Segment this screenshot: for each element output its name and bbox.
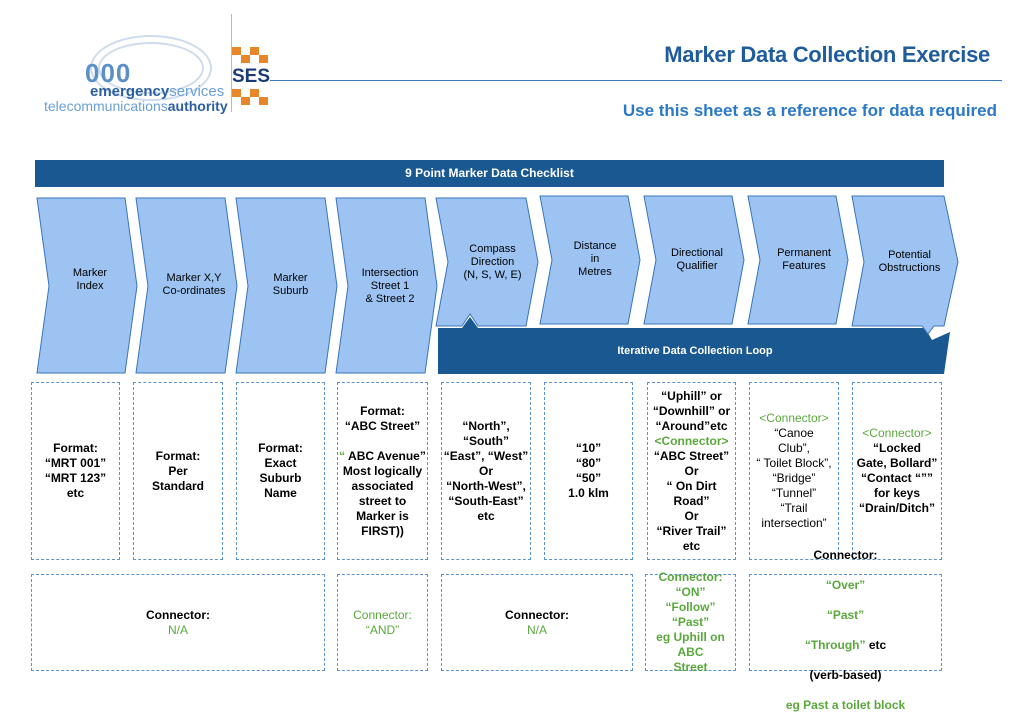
- esta-logo: [40, 30, 230, 120]
- format-box-directional: “Uphill” or “Downhill” or “Around”etc<Co…: [647, 382, 736, 560]
- connector-box-3: Connector:N/A: [441, 574, 633, 671]
- step-label-5: Compass Direction (N, S, W, E): [463, 243, 522, 281]
- step-label-6: Distance in Metres: [573, 240, 617, 278]
- format-box-marker-index: Format: “MRT 001” “MRT 123” etc: [31, 382, 120, 560]
- format-box-intersection: Format: “ABC Street” “ ABC Avenue” Most …: [337, 382, 428, 560]
- header-rule: [270, 80, 1002, 81]
- format-box-obstructions: <Connector>“Locked Gate, Bollard” “Conta…: [852, 382, 942, 560]
- chevron-intersection: [335, 197, 438, 374]
- iterative-loop-band: [438, 317, 950, 374]
- step-label-3: Marker Suburb: [272, 272, 309, 297]
- connector-box-4: Connector: “ON” “Follow” “Past” eg Uphil…: [645, 570, 736, 674]
- loop-label: Iterative Data Collection Loop: [617, 345, 773, 357]
- chevron-permanent: [747, 195, 849, 325]
- connector-box-1: Connector:N/A: [31, 574, 325, 671]
- page-subtitle: Use this sheet as a reference for data r…: [622, 101, 997, 120]
- format-box-suburb: Format: Exact Suburb Name: [236, 382, 325, 560]
- step-label-9: Potential Obstructions: [878, 249, 941, 274]
- step-label-8: Permanent Features: [777, 247, 831, 272]
- chevron-compass: [435, 197, 539, 327]
- process-chevrons: [36, 195, 959, 374]
- step-label-7: Directional Qualifier: [671, 247, 723, 272]
- step-label-2: Marker X,Y Co-ordinates: [162, 272, 226, 297]
- chevron-marker-index: [36, 197, 138, 374]
- format-box-compass: “North”, “South” “East”, “West” Or “Nort…: [441, 382, 531, 560]
- logo-line1: emergencyservices: [90, 83, 225, 100]
- checklist-title-bar: 9 Point Marker Data Checklist: [35, 160, 944, 187]
- format-box-xy: Format: Per Standard: [133, 382, 223, 560]
- chevron-directional: [643, 195, 745, 325]
- page-title: Marker Data Collection Exercise: [664, 42, 990, 67]
- logo-divider: [231, 14, 232, 112]
- logo-000-text: 000: [85, 58, 132, 88]
- step-label-4: Intersection Street 1 & Street 2: [361, 266, 419, 305]
- step-label-1: Marker Index: [72, 267, 108, 292]
- format-box-distance: “10” “80” “50” 1.0 klm: [544, 382, 633, 560]
- format-box-permanent: <Connector>“Canoe Club”, “ Toilet Block”…: [749, 382, 839, 560]
- logo-line2: telecommunicationsauthority: [44, 98, 228, 114]
- chevron-obstructions: [851, 195, 959, 335]
- ses-text: SES: [232, 66, 270, 87]
- connector-box-5: Connector: “Over” “Past” “Through” etc (…: [749, 548, 942, 712]
- chevron-distance: [539, 195, 641, 325]
- chevron-marker-suburb: [235, 197, 338, 374]
- chevron-marker-xy: [135, 197, 238, 374]
- ses-logo: SES: [232, 47, 270, 105]
- connector-box-2: Connector:“AND”: [337, 574, 428, 671]
